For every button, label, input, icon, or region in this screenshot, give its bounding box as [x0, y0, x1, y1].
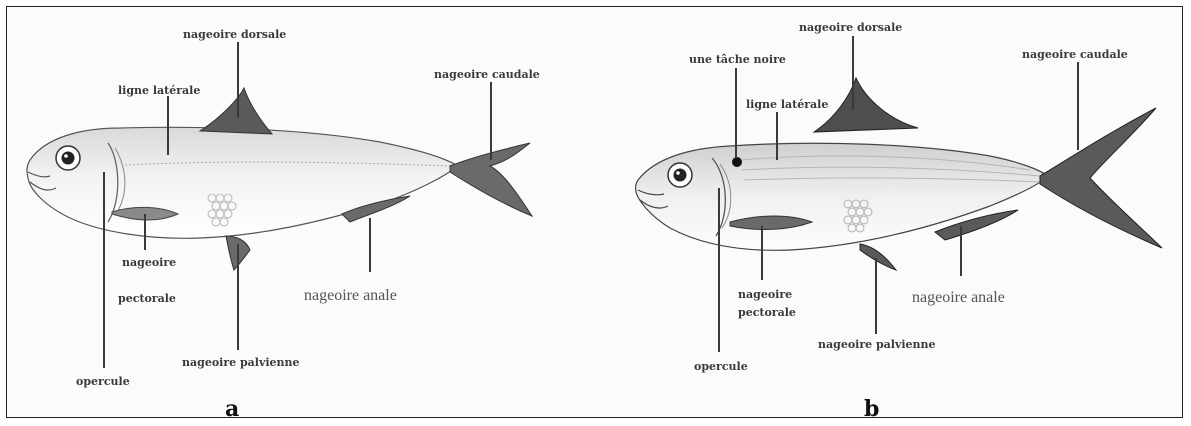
label-b-caudal-fin: nageoire caudale — [1022, 48, 1128, 61]
panel-b: nageoire dorsale nageoire caudale une tâ… — [636, 21, 1162, 422]
panel-a-letter: a — [225, 396, 239, 422]
label-b-pectoral-fin-1: nageoire — [738, 288, 792, 301]
label-a-anal-fin: nageoire anale — [304, 287, 397, 304]
label-a-dorsal-fin: nageoire dorsale — [183, 28, 286, 41]
label-a-pectoral-fin-2: pectorale — [118, 292, 176, 305]
fish-a-body — [27, 127, 458, 238]
label-a-caudal-fin: nageoire caudale — [434, 68, 540, 81]
fish-b-body — [636, 143, 1048, 250]
fish-b-pelvic-fin — [860, 244, 896, 270]
panel-b-letter: b — [864, 396, 879, 422]
fish-a-dorsal-fin — [200, 88, 272, 134]
fish-b-caudal-fin — [1040, 108, 1162, 248]
label-a-pelvic-fin: nageoire palvienne — [182, 356, 300, 369]
label-a-pectoral-fin-1: nageoire — [122, 256, 176, 269]
label-b-dorsal-fin: nageoire dorsale — [799, 21, 902, 34]
label-b-pectoral-fin-2: pectorale — [738, 306, 796, 319]
label-b-black-spot: une tâche noire — [689, 53, 786, 66]
label-a-operculum: opercule — [76, 375, 130, 388]
panel-a: nageoire dorsale nageoire caudale ligne … — [27, 28, 540, 422]
label-b-lateral-line: ligne latérale — [746, 98, 828, 111]
fish-b-dorsal-fin — [814, 78, 918, 132]
label-b-operculum: opercule — [694, 360, 748, 373]
fish-b-black-spot — [732, 157, 742, 167]
label-b-pelvic-fin: nageoire palvienne — [818, 338, 936, 351]
label-a-lateral-line: ligne latérale — [118, 84, 200, 97]
label-b-anal-fin: nageoire anale — [912, 289, 1005, 306]
